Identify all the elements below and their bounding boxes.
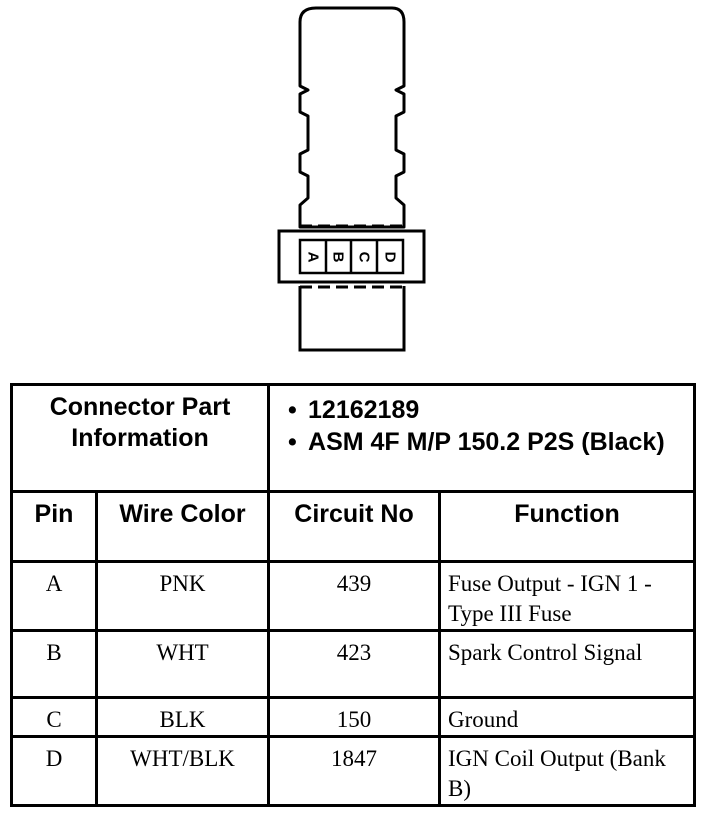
pin-letter-a: A — [305, 252, 322, 263]
function-cell: Ground — [438, 696, 697, 738]
part-info-list: 12162189 ASM 4F M/P 150.2 P2S (Black) — [270, 386, 693, 462]
pin-letter-d: D — [382, 252, 399, 263]
connector-diagram: A B C D — [277, 6, 426, 352]
connector-lower-housing — [298, 286, 406, 352]
header-wire-color: Wire Color — [94, 490, 271, 563]
circuit-no-cell: 150 — [267, 696, 442, 738]
part-info-cell: 12162189 ASM 4F M/P 150.2 P2S (Black) — [267, 383, 697, 493]
part-info-row: Connector Part Information 12162189 ASM … — [9, 383, 697, 493]
header-pin: Pin — [10, 490, 98, 563]
part-number: 12162189 — [288, 394, 693, 426]
wire-color-cell: PNK — [94, 560, 271, 632]
table-row: D WHT/BLK 1847 IGN Coil Output (Bank B) — [10, 735, 697, 807]
part-description: ASM 4F M/P 150.2 P2S (Black) — [288, 426, 693, 458]
table-row: C BLK 150 Ground — [10, 696, 697, 738]
table-row: A PNK 439 Fuse Output - IGN 1 - Type III… — [10, 560, 697, 632]
circuit-no-cell: 1847 — [267, 735, 442, 807]
wire-color-cell: BLK — [94, 696, 271, 738]
connector-outline — [298, 6, 406, 229]
wire-color-cell: WHT — [94, 629, 271, 699]
pin-cell: B — [10, 629, 98, 699]
header-circuit-no: Circuit No — [267, 490, 442, 563]
pin-block-outer — [277, 229, 426, 284]
pin-cell: A — [10, 560, 98, 632]
connector-info-table: Connector Part Information 12162189 ASM … — [9, 383, 697, 807]
pin-letter-b: B — [330, 252, 347, 263]
pin-cell: C — [10, 696, 98, 738]
circuit-no-cell: 423 — [267, 629, 442, 699]
column-header-row: Pin Wire Color Circuit No Function — [10, 490, 697, 563]
pin-letter-c: C — [356, 252, 373, 263]
pin-cell: D — [10, 735, 98, 807]
circuit-no-cell: 439 — [267, 560, 442, 632]
part-info-label: Connector Part Information — [9, 383, 271, 493]
function-cell: IGN Coil Output (Bank B) — [438, 735, 697, 807]
function-cell: Fuse Output - IGN 1 - Type III Fuse — [438, 560, 697, 632]
wire-color-cell: WHT/BLK — [94, 735, 271, 807]
header-function: Function — [438, 490, 697, 563]
function-cell: Spark Control Signal — [438, 629, 697, 699]
table-row: B WHT 423 Spark Control Signal — [10, 629, 697, 699]
